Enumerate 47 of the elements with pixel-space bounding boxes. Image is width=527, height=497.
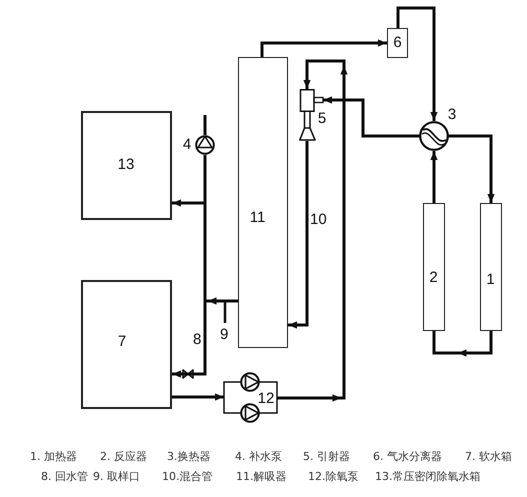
pipe-arrow [172,301,206,378]
key-entry: 11.解吸器 [236,470,286,484]
key-entry: 13.常压密闭除氧水箱 [375,470,480,484]
pipe-arrow [288,141,308,329]
key-entry: 7. 软水箱 [465,450,512,464]
pipe-arrow [172,199,205,207]
key-entry: 6. 气水分离器 [373,450,442,464]
vessel-box [81,111,172,220]
narrow-column [423,203,445,331]
part-number: 6 [393,34,402,50]
pipe-arrow [205,297,238,305]
part-number: 13 [118,157,134,173]
pipe-arrow [277,60,348,402]
key-entry: 8. 回水管 [41,470,88,484]
key-entry: 5. 引射器 [303,450,350,464]
part-number: 10 [310,212,327,228]
part-number: 5 [318,111,326,127]
pipe-arrow [396,6,438,121]
small-box [387,28,408,58]
part-number: 12 [258,391,274,407]
part-number: 4 [182,137,192,153]
pipe-line [204,115,206,135]
pipe-line [204,155,206,203]
key-entry: 3.换热器 [167,450,210,464]
part-number: 7 [118,334,126,350]
pipe-arrow [448,134,495,203]
part-number: 3 [448,107,456,123]
pipe-arrow [172,393,224,401]
key-entry: 10.混合管 [162,470,212,484]
key-entry: 4. 补水泵 [235,450,282,464]
pipe-line [204,203,206,301]
narrow-column [480,203,502,331]
pipe-arrow [432,331,492,357]
vessel-box [81,280,172,409]
key-entry: 9. 取样口 [93,470,140,484]
pipe-arrow [430,151,438,203]
part-number: 1 [486,272,495,288]
pipe-arrow [260,39,387,57]
pipe-arrow [323,96,420,138]
key-entry: 1. 加热器 [30,450,77,464]
part-number: 2 [429,270,438,286]
part-number: 8 [193,332,202,348]
key-entry: 2. 反应器 [100,450,147,464]
tall-column [238,57,288,348]
part-number: 9 [220,327,228,343]
part-number: 11 [250,210,266,226]
key-entry: 12.除氧泵 [308,470,358,484]
